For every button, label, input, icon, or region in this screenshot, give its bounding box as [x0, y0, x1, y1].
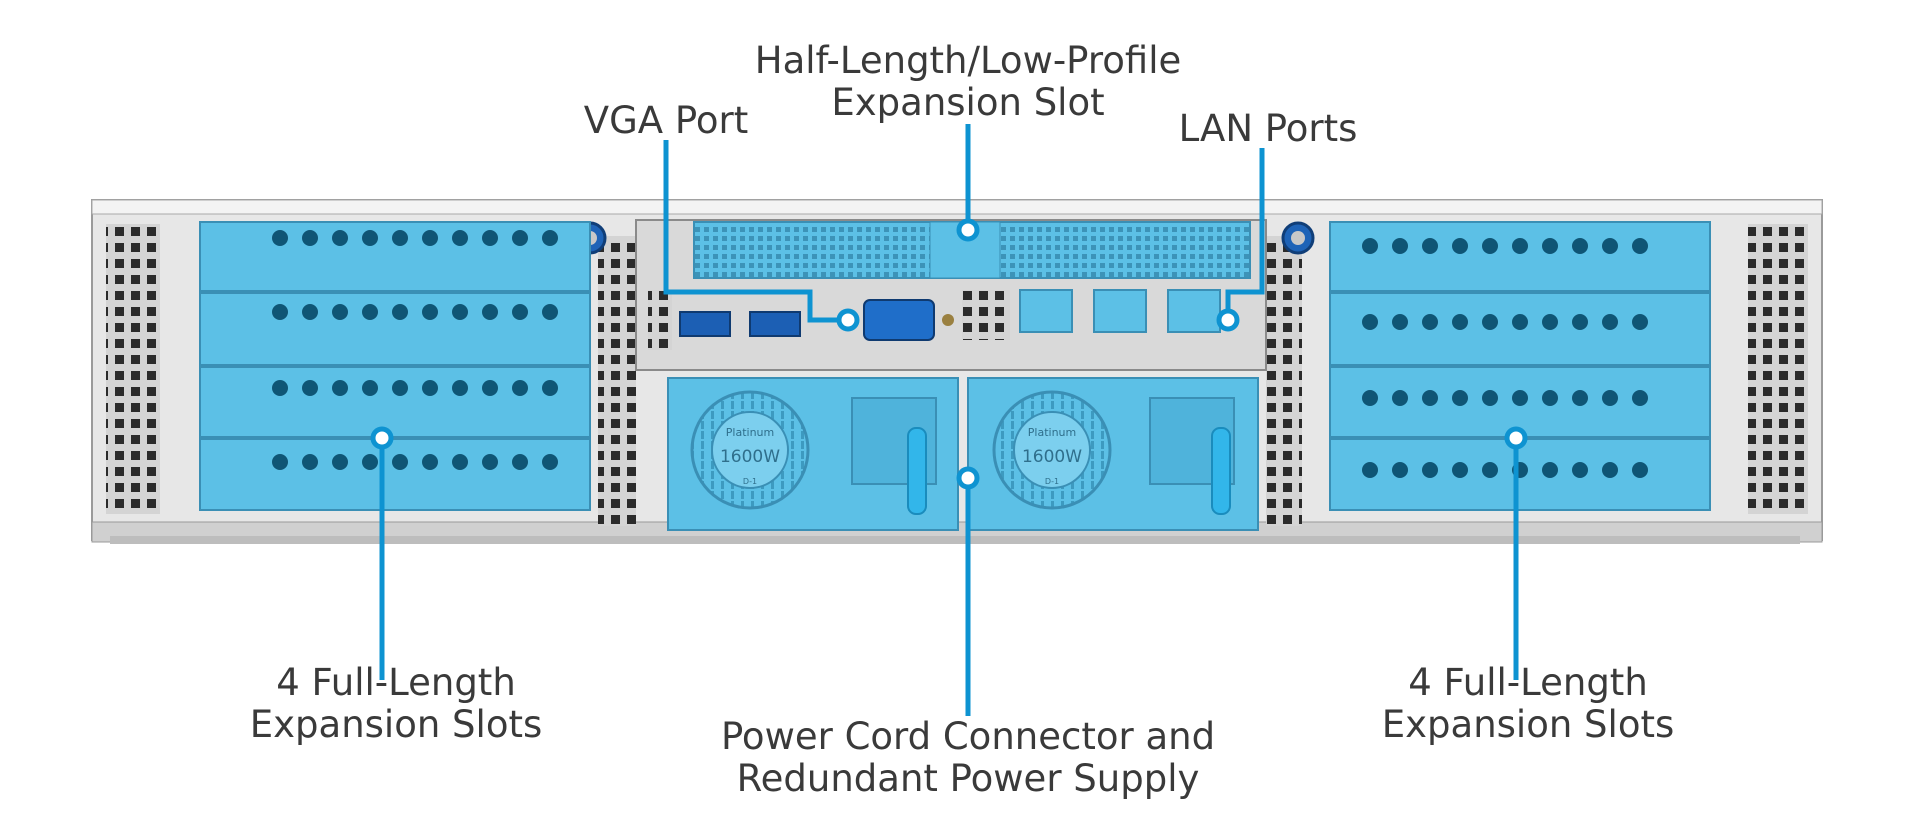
psu-rating-text: Platinum [1028, 426, 1076, 439]
left-vent-grille [106, 224, 160, 514]
callout-dot-half-length-slot [956, 218, 980, 242]
psu-right [967, 377, 1259, 531]
io-module [635, 219, 1267, 371]
label-power-supply: Power Cord Connector and Redundant Power… [721, 716, 1215, 800]
thumbscrew-icon [1281, 221, 1315, 255]
usb-port-icon [749, 311, 801, 337]
lan-port-icon [1093, 289, 1147, 333]
label-line: Expansion Slots [249, 703, 543, 746]
psu-left [667, 377, 959, 531]
callout-dot-power-supply [956, 466, 980, 490]
psu-handle [907, 427, 927, 515]
label-vga-port: VGA Port [584, 100, 748, 142]
psu-wattage-text: 1600W [1022, 447, 1082, 467]
lan-port-icon [1019, 289, 1073, 333]
lan-port-icon [1167, 289, 1221, 333]
psu-handle [1211, 427, 1231, 515]
label-half-length-slot: Half-Length/Low-Profile Expansion Slot [755, 40, 1181, 124]
callout-dot-lan [1216, 308, 1240, 332]
psu-rating-text: Platinum [726, 426, 774, 439]
label-lan-ports: LAN Ports [1179, 108, 1358, 150]
callout-dot-right-slots [1504, 426, 1528, 450]
psu-model-text: D-1 [1045, 477, 1059, 486]
label-line: Power Cord Connector and [720, 715, 1216, 758]
psu-wattage-text: 1600W [720, 447, 780, 467]
leader-line-lan [1225, 148, 1265, 320]
callout-dot-vga [836, 308, 860, 332]
label-line: Expansion Slots [1381, 703, 1675, 746]
label-line: Redundant Power Supply [736, 757, 1200, 800]
label-line: Expansion Slot [831, 81, 1105, 124]
callout-dot-left-slots [370, 426, 394, 450]
label-line: 4 Full-Length [276, 661, 516, 704]
callout-dots [370, 218, 1528, 490]
vga-port-icon [863, 299, 935, 341]
label-right-expansion-slots: 4 Full-Length Expansion Slots [1382, 662, 1674, 746]
leader-line-vga [663, 140, 848, 323]
psu-model-text: D-1 [743, 477, 757, 486]
label-left-expansion-slots: 4 Full-Length Expansion Slots [250, 662, 542, 746]
left-expansion-slots [199, 221, 591, 511]
label-line: LAN Ports [1178, 107, 1358, 150]
label-line: VGA Port [583, 99, 749, 142]
right-vent-grille [1748, 224, 1808, 514]
label-line: 4 Full-Length [1408, 661, 1648, 704]
callout-lines [379, 124, 1519, 716]
label-line: Half-Length/Low-Profile [754, 39, 1182, 82]
usb-port-icon [679, 311, 731, 337]
right-expansion-slots [1329, 221, 1711, 511]
